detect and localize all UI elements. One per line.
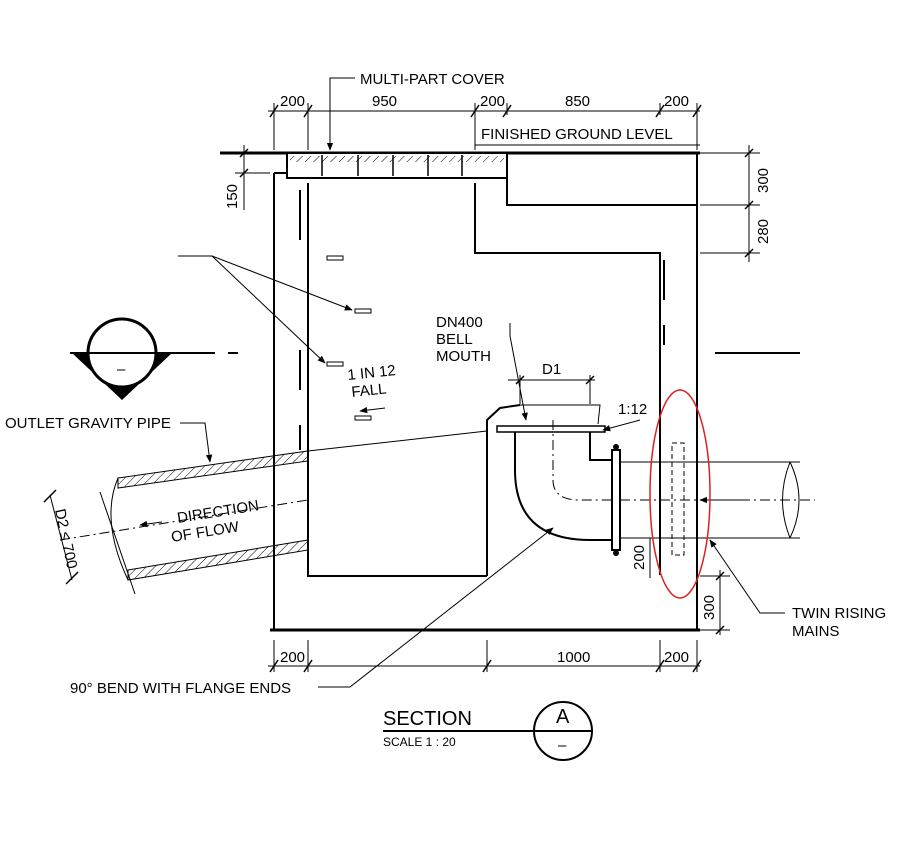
cover-label: MULTI-PART COVER — [360, 71, 505, 88]
svg-text:200: 200 — [280, 649, 305, 666]
level-symbol: – — [70, 317, 800, 400]
svg-text:200: 200 — [480, 93, 505, 110]
d1-label: D1 — [542, 361, 561, 378]
svg-text:850: 850 — [565, 93, 590, 110]
svg-text:200: 200 — [631, 545, 648, 570]
bend-label: 90° BEND WITH FLANGE ENDS — [70, 680, 291, 697]
finished-ground-label: FINISHED GROUND LEVEL — [481, 126, 673, 143]
bell-mouth-label-1: DN400 — [436, 314, 483, 331]
dimension-text: 200 950 200 850 200 150 300 280 200 1000… — [224, 93, 772, 666]
gravity-pipe-slope-line — [307, 430, 488, 452]
level-dash-text: – — [117, 361, 126, 378]
svg-text:1000: 1000 — [557, 649, 590, 666]
outlet-gravity-pipe — [59, 450, 309, 595]
slope-label: 1:12 — [618, 401, 647, 418]
svg-text:280: 280 — [755, 219, 772, 244]
step-irons — [326, 255, 372, 421]
fall-label-1: 1 IN 12 — [347, 362, 397, 384]
benching — [486, 404, 521, 576]
section-scale: SCALE 1 : 20 — [383, 735, 456, 749]
section-title-block: SECTION SCALE 1 : 20 A – — [383, 701, 593, 761]
svg-text:950: 950 — [372, 93, 397, 110]
top-slab-left — [274, 172, 697, 206]
rising-mains-label-2: MAINS — [792, 623, 840, 640]
section-title: SECTION — [383, 708, 472, 730]
section-sheet: – — [558, 737, 567, 754]
svg-text:200: 200 — [664, 93, 689, 110]
svg-text:300: 300 — [755, 168, 772, 193]
dimension-lines — [43, 77, 760, 673]
fall-label-2: FALL — [351, 380, 388, 401]
svg-text:150: 150 — [224, 184, 241, 209]
leaders — [139, 255, 785, 688]
svg-text:300: 300 — [701, 595, 718, 620]
bell-mouth-label-2: BELL — [436, 331, 473, 348]
inner-cavity — [307, 183, 661, 577]
highlight-ellipse — [649, 389, 711, 599]
svg-text:200: 200 — [664, 649, 689, 666]
rising-mains-label-1: TWIN RISING — [792, 605, 886, 622]
wall-marks — [299, 190, 665, 450]
bell-mouth-label-3: MOUTH — [436, 348, 491, 365]
multi-part-cover — [286, 152, 508, 179]
svg-text:200: 200 — [280, 93, 305, 110]
bell-mouth-bend — [496, 404, 621, 556]
section-letter: A — [556, 706, 570, 728]
chamber-structure — [220, 151, 700, 632]
d2-label: D2 ≤ 700 — [51, 507, 80, 570]
outlet-pipe-label: OUTLET GRAVITY PIPE — [5, 415, 171, 432]
rising-main-pipe — [620, 442, 815, 556]
